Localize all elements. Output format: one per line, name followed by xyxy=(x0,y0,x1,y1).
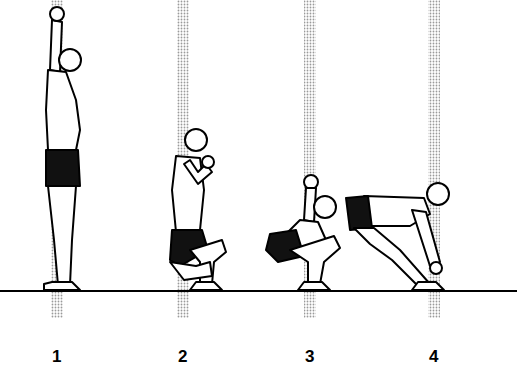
lifter-overhead-squat xyxy=(266,175,340,290)
lifter-standing xyxy=(44,7,81,290)
callout-number: 4 xyxy=(429,348,438,365)
callout-number: 2 xyxy=(178,348,187,365)
lifter-bent-over xyxy=(346,183,449,290)
callout-number: 3 xyxy=(305,348,314,365)
ground-line xyxy=(0,290,517,292)
lifter-deep-squat xyxy=(170,129,226,290)
callout-number: 1 xyxy=(52,348,61,365)
